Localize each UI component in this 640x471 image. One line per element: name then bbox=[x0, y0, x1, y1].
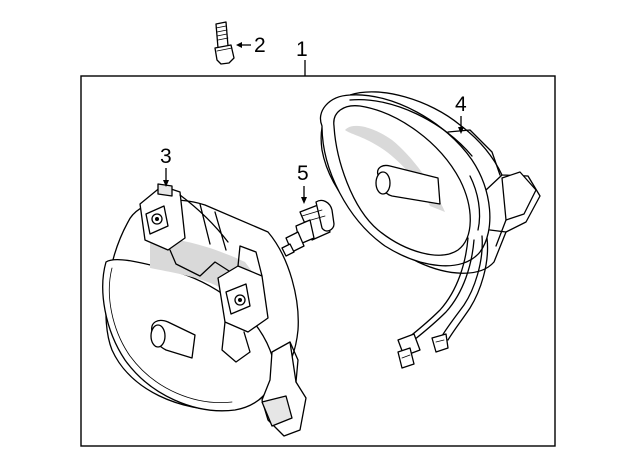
callout-3-arrowhead bbox=[163, 180, 169, 187]
part-4-fog-lamp-housing[interactable] bbox=[319, 91, 541, 369]
callout-1-label: 1 bbox=[296, 38, 308, 61]
callout-5-arrowhead bbox=[301, 197, 307, 204]
part-2-bolt[interactable] bbox=[214, 21, 235, 65]
callout-3-label: 3 bbox=[160, 145, 172, 168]
callout-5-label: 5 bbox=[297, 162, 309, 185]
callout-3[interactable]: 3 bbox=[160, 145, 172, 187]
callout-4[interactable]: 4 bbox=[455, 93, 467, 134]
callout-1[interactable]: 1 bbox=[296, 38, 308, 76]
assembly-frame bbox=[80, 75, 556, 447]
callout-2[interactable]: 2 bbox=[236, 34, 266, 57]
callout-2-arrowhead bbox=[236, 42, 242, 48]
callout-5[interactable]: 5 bbox=[297, 162, 309, 204]
callout-4-label: 4 bbox=[455, 93, 467, 116]
part-3-fog-lamp-housing[interactable] bbox=[102, 183, 307, 437]
callout-2-label: 2 bbox=[254, 34, 266, 57]
part-5-bulb[interactable] bbox=[281, 199, 335, 257]
callout-4-arrowhead bbox=[458, 127, 464, 134]
